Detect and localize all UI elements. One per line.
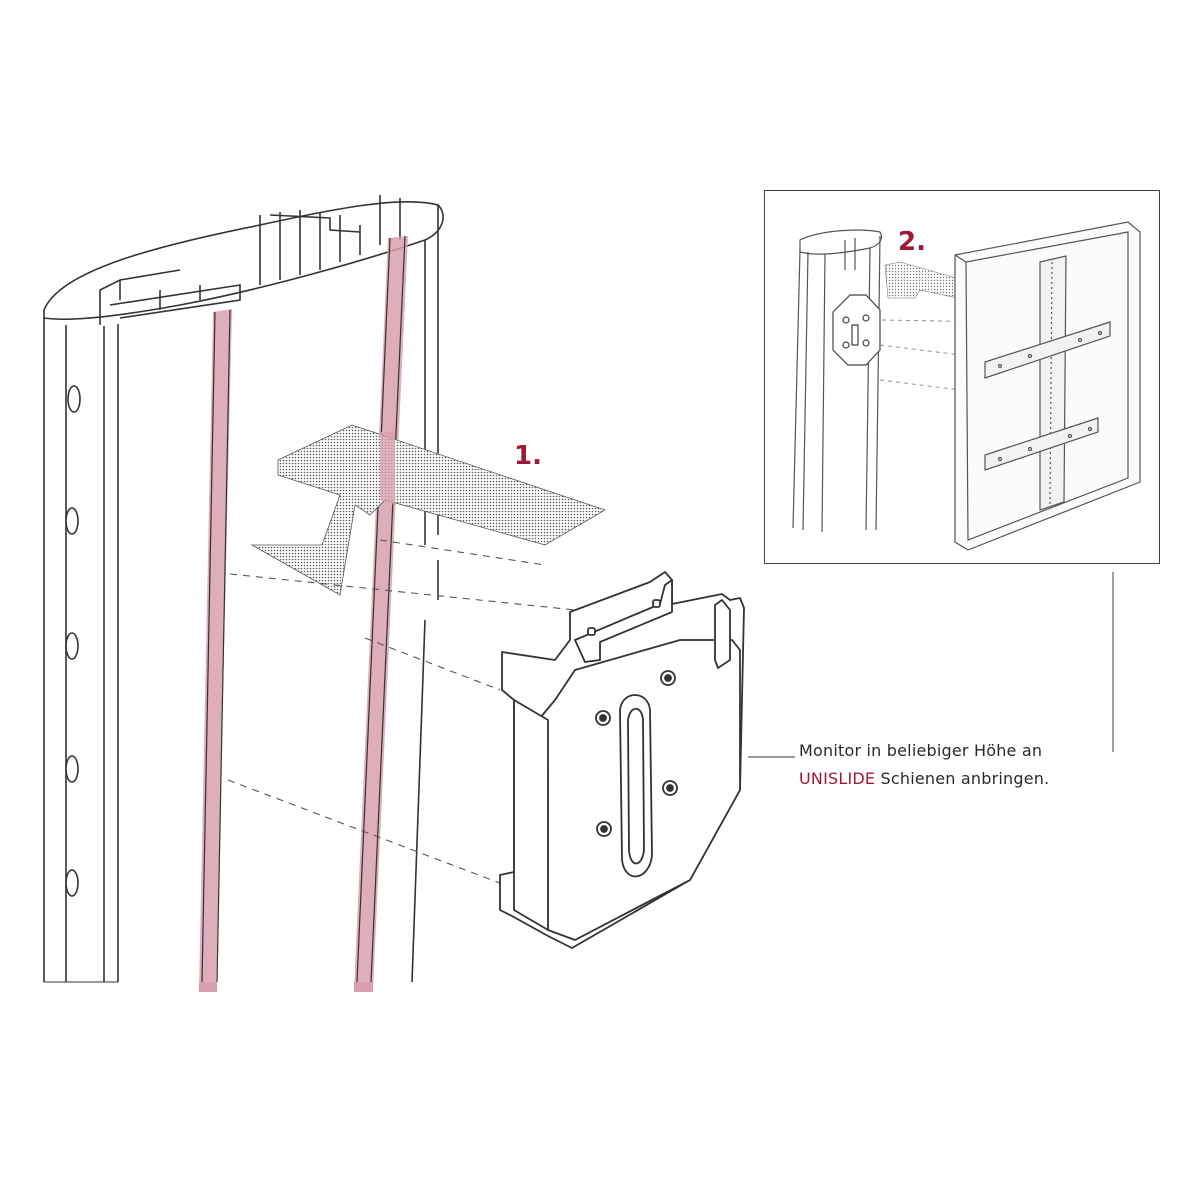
- unislide-rail-right: [354, 235, 408, 992]
- alignment-lines: [227, 539, 576, 886]
- caption-line-2: UNISLIDE Schienen anbringen.: [799, 765, 1129, 793]
- inset-column: [792, 229, 883, 533]
- column-holes: [65, 385, 81, 897]
- step1-arrow: [250, 424, 606, 596]
- column-profile: [43, 195, 444, 983]
- step-2-label: 2.: [898, 227, 926, 257]
- adapter-plate: [499, 571, 745, 949]
- caption-line-2-rest: Schienen anbringen.: [875, 769, 1050, 788]
- caption-line-1: Monitor in beliebiger Höhe an: [799, 741, 1043, 760]
- caption: Monitor in beliebiger Höhe an UNISLIDE S…: [799, 737, 1129, 793]
- inset-adapter: [832, 294, 881, 366]
- step-1-label: 1.: [514, 441, 542, 471]
- callout-line: [748, 572, 1114, 758]
- inset-monitor: [954, 221, 1141, 551]
- inset-frame: [764, 190, 1160, 564]
- unislide-rail-left: [199, 309, 232, 992]
- caption-brand: UNISLIDE: [799, 769, 876, 788]
